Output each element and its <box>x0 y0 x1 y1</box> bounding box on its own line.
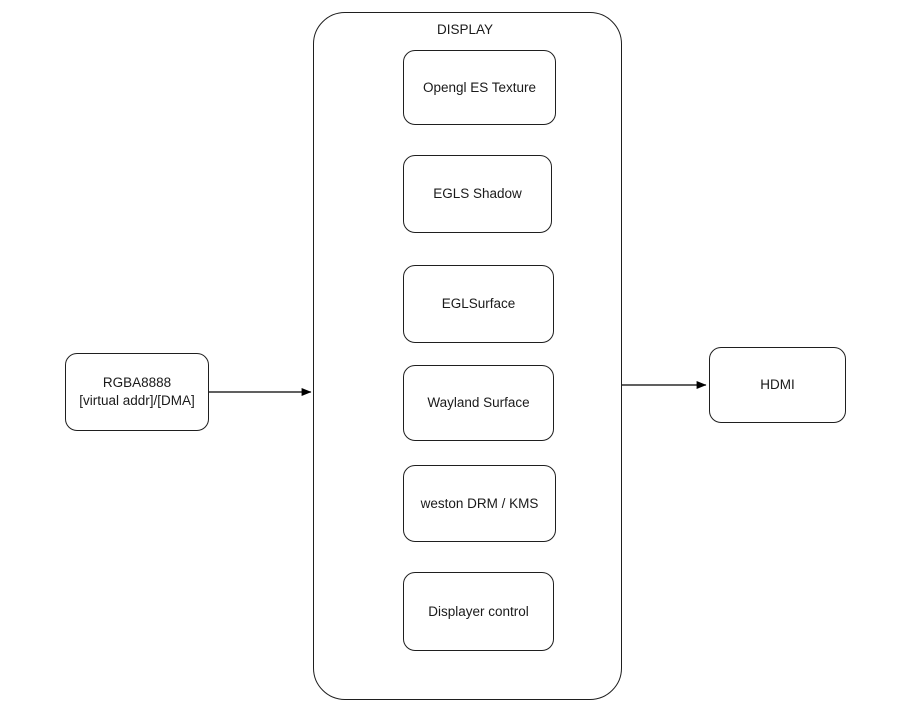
node-wayland-surface[interactable]: Wayland Surface <box>403 365 554 441</box>
node-eglsurface[interactable]: EGLSurface <box>403 265 554 343</box>
node-rgba8888-source-label: RGBA8888 [virtual addr]/[DMA] <box>79 375 195 408</box>
node-eglsurface-label: EGLSurface <box>441 296 516 312</box>
node-displayer-control[interactable]: Displayer control <box>403 572 554 651</box>
node-rgba8888-source[interactable]: RGBA8888 [virtual addr]/[DMA] <box>65 353 209 431</box>
node-egls-shadow-label: EGLS Shadow <box>433 186 522 202</box>
node-weston-drm-kms[interactable]: weston DRM / KMS <box>403 465 556 542</box>
display-group-label: DISPLAY <box>436 22 494 37</box>
node-hdmi-sink-label: HDMI <box>760 377 795 393</box>
node-opengl-es-texture[interactable]: Opengl ES Texture <box>403 50 556 125</box>
node-egls-shadow[interactable]: EGLS Shadow <box>403 155 552 233</box>
display-group-container <box>313 12 622 700</box>
node-displayer-control-label: Displayer control <box>428 603 529 619</box>
node-opengl-es-texture-label: Opengl ES Texture <box>422 79 537 95</box>
node-hdmi-sink[interactable]: HDMI <box>709 347 846 423</box>
node-wayland-surface-label: Wayland Surface <box>427 395 530 411</box>
node-weston-drm-kms-label: weston DRM / KMS <box>420 495 539 511</box>
